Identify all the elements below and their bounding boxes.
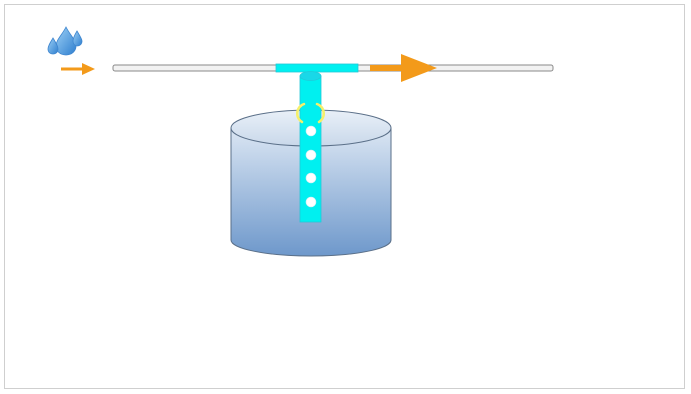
perforation-hole [305,149,317,161]
inflow-arrow-icon [61,63,95,75]
outflow-arrow-icon [370,54,437,82]
water-drops-icon [47,26,83,56]
perforation-holes [305,125,317,208]
pipe-tee-section [275,63,359,73]
perforation-hole [305,125,317,137]
perforation-hole [305,172,317,184]
vertical-perforated-pipe [299,71,322,223]
perforation-hole [305,196,317,208]
waterline-highlight [295,102,326,124]
